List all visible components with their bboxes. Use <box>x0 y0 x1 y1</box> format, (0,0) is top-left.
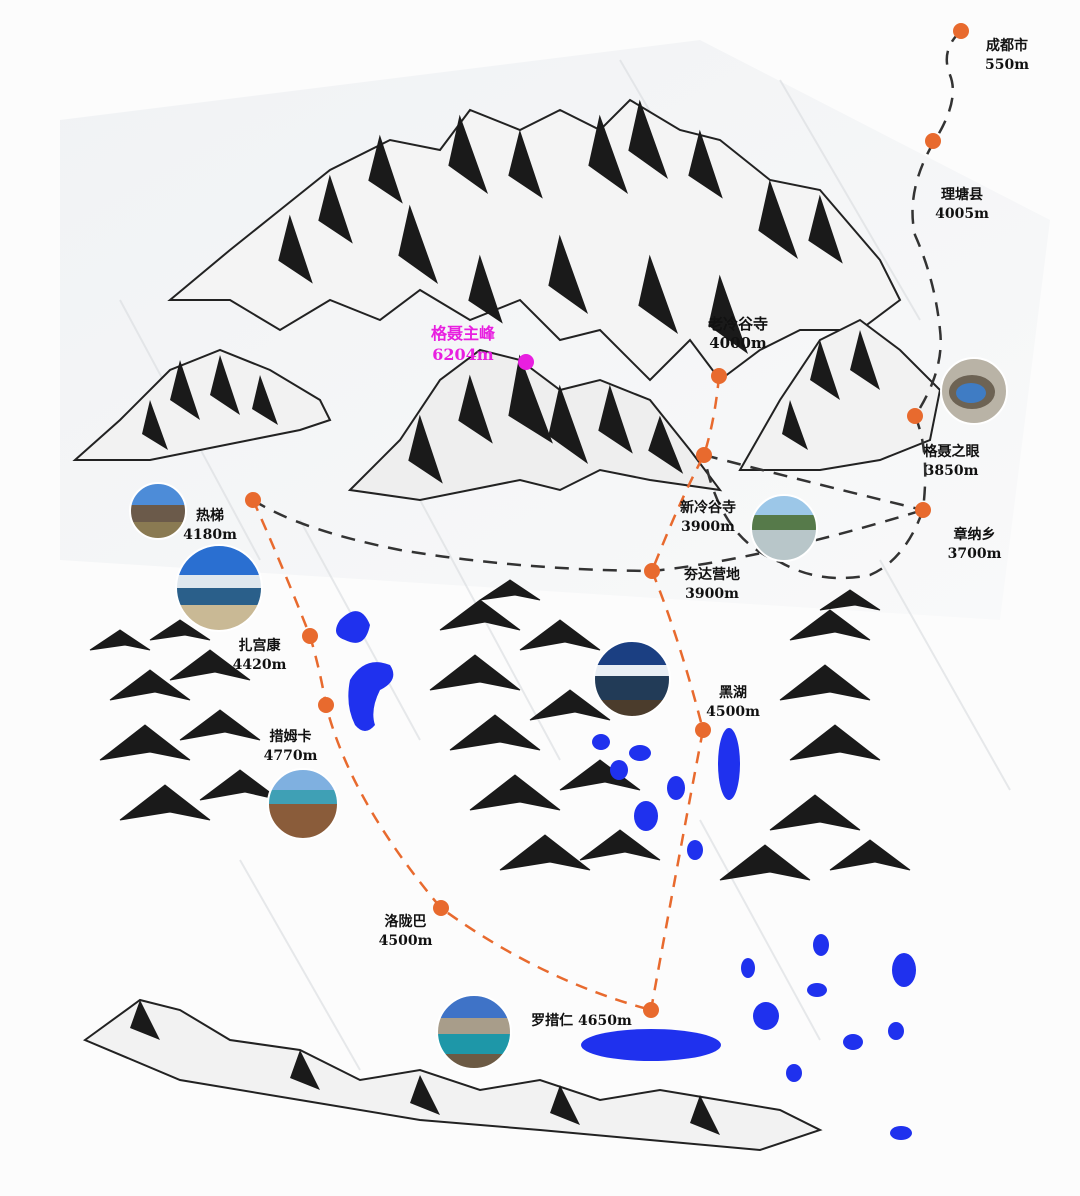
place-altitude: 4770m <box>263 748 318 764</box>
marker-luolongba[interactable] <box>433 900 449 916</box>
label-zhaxikang: 扎宫康 4420m <box>222 637 297 675</box>
marker-camp[interactable] <box>644 563 660 579</box>
place-name: 成都市 <box>986 38 1028 54</box>
photo-zhaxikang[interactable] <box>175 544 266 635</box>
mountain-hatching <box>278 99 843 484</box>
place-name: 扎宫康 <box>238 638 281 654</box>
place-altitude: 4000m <box>709 334 767 352</box>
label-chengdu: 成都市 550m <box>972 37 1042 75</box>
lake <box>786 1064 802 1082</box>
lake <box>348 662 394 731</box>
mountain-bottom <box>82 998 823 1152</box>
label-cuoboka: 措姆卡 4770m <box>253 728 328 766</box>
lake <box>667 776 685 800</box>
lake <box>592 734 610 750</box>
place-altitude: 4180m <box>183 527 237 543</box>
lake <box>807 983 827 997</box>
lake <box>813 934 829 956</box>
place-altitude: 3850m <box>924 463 979 479</box>
marker-re-wu[interactable] <box>245 492 261 508</box>
place-altitude: 4005m <box>935 206 989 222</box>
place-name: 夯达营地 <box>684 567 740 583</box>
marker-new-lengu[interactable] <box>696 447 712 463</box>
marker-zhaxikang[interactable] <box>302 628 318 644</box>
mountain-left <box>72 348 332 461</box>
place-name: 理塘县 <box>941 187 983 203</box>
place-altitude: 4500m <box>378 933 433 949</box>
peak-name: 格聂主峰 <box>430 324 495 343</box>
place-name: 新冷谷寺 <box>680 500 736 516</box>
label-old-lengu: 老冷谷寺 4000m <box>688 315 788 353</box>
route-dark <box>252 30 962 580</box>
lake <box>890 1126 912 1140</box>
forest-center <box>429 579 661 871</box>
photo-genie-eye[interactable] <box>940 357 1008 425</box>
place-name: 罗措仁 <box>531 1013 574 1029</box>
photo-heihu[interactable] <box>593 640 672 720</box>
label-new-lengu: 新冷谷寺 3900m <box>668 499 748 537</box>
marker-zhangna[interactable] <box>915 502 931 518</box>
location-markers <box>245 23 969 1018</box>
mountain-right <box>738 318 942 471</box>
marker-litang[interactable] <box>925 133 941 149</box>
lake <box>753 1002 779 1030</box>
label-luolongba: 洛陇巴 4500m <box>368 913 443 951</box>
lake <box>892 953 916 987</box>
label-re-wu: 热梯 4180m <box>180 507 240 545</box>
photo-re-wu[interactable] <box>128 482 188 542</box>
label-litang: 理塘县 4005m <box>922 186 1002 224</box>
label-genie-eye: 格聂之眼 3850m <box>914 443 989 481</box>
place-name: 措姆卡 <box>269 729 312 745</box>
marker-heihu[interactable] <box>695 722 711 738</box>
place-name: 热梯 <box>196 508 224 524</box>
place-name: 章纳乡 <box>953 527 996 543</box>
place-name: 老冷谷寺 <box>707 315 768 333</box>
place-altitude: 4420m <box>232 657 287 673</box>
peak-label: 格聂主峰 6204m <box>398 323 528 365</box>
lake <box>336 611 370 643</box>
lake <box>843 1034 863 1050</box>
lake <box>581 1029 721 1061</box>
marker-peak[interactable] <box>518 354 534 370</box>
place-altitude: 3900m <box>681 519 735 535</box>
place-altitude: 4650m <box>578 1013 632 1029</box>
place-altitude: 3900m <box>685 586 739 602</box>
marker-old-lengu[interactable] <box>711 368 727 384</box>
place-altitude: 4500m <box>706 704 760 720</box>
forest-left <box>89 619 281 821</box>
peak-altitude: 6204m <box>432 345 494 364</box>
label-zhangna: 章纳乡 3700m <box>937 526 1012 564</box>
lake <box>718 728 740 800</box>
marker-chengdu[interactable] <box>953 23 969 39</box>
lake <box>888 1022 904 1040</box>
place-altitude: 3700m <box>947 546 1002 562</box>
label-camp: 夯达营地 3900m <box>672 566 752 604</box>
marker-genie-eye[interactable] <box>907 408 923 424</box>
marker-luocuoren[interactable] <box>643 1002 659 1018</box>
lakes <box>336 611 916 1140</box>
place-name: 格聂之眼 <box>923 444 980 460</box>
marker-cuoboka[interactable] <box>318 697 334 713</box>
place-altitude: 550m <box>984 57 1030 73</box>
place-name: 黑湖 <box>719 685 747 701</box>
label-heihu: 黑湖 4500m <box>698 684 768 722</box>
label-luocuoren: 罗措仁 4650m <box>524 1012 639 1031</box>
lake <box>610 760 628 780</box>
forest-right <box>719 589 911 881</box>
lake <box>741 958 755 978</box>
lake <box>629 745 651 761</box>
lake <box>687 840 703 860</box>
lake <box>634 801 658 831</box>
place-name: 洛陇巴 <box>384 914 427 930</box>
